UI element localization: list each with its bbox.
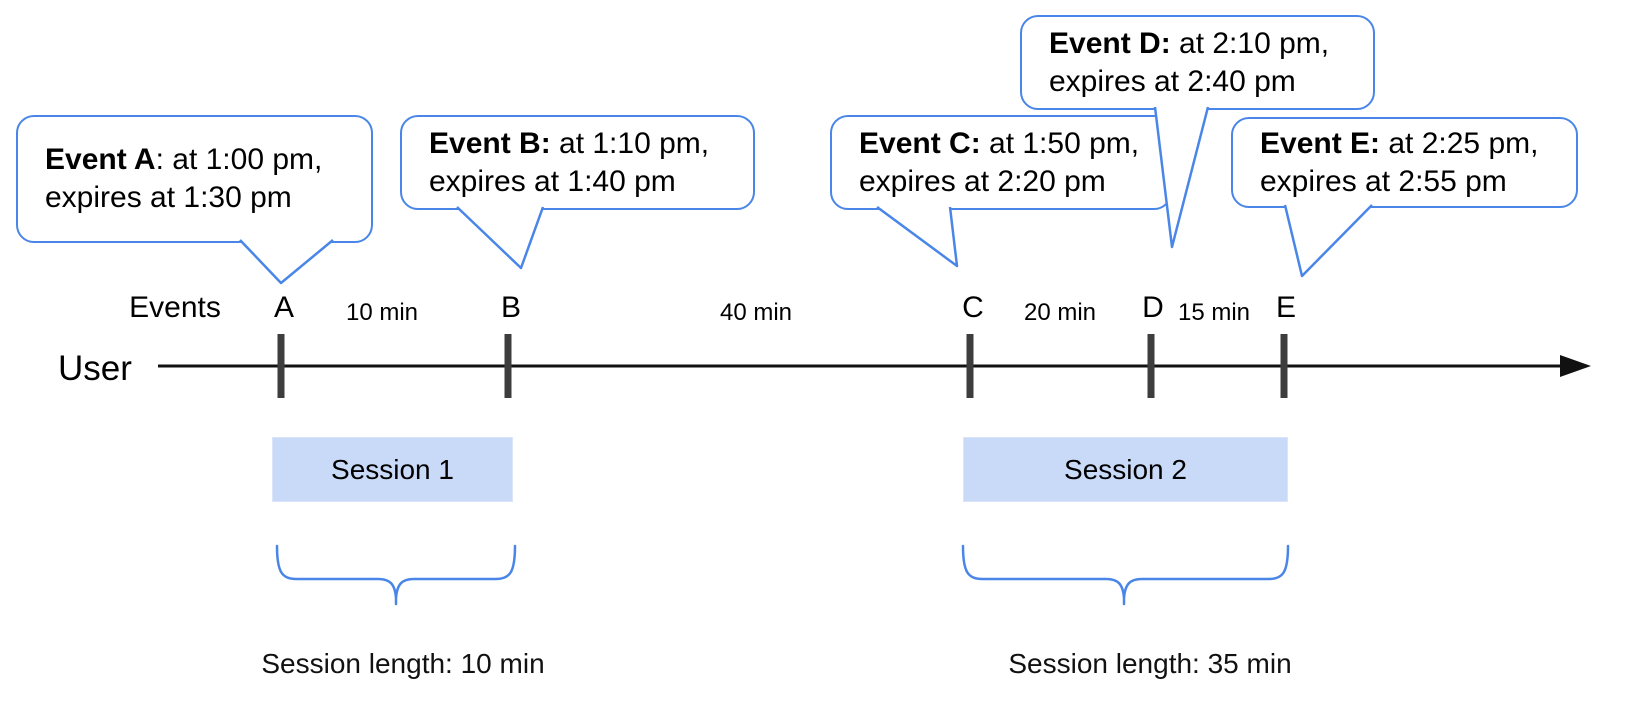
event-name: Event A — [45, 143, 156, 176]
callout-line-1: Event B: at 1:10 pm, — [429, 125, 753, 163]
session-1-box: Session 1 — [272, 437, 513, 502]
event-name: Event E: — [1260, 126, 1381, 160]
timeline-arrowhead-icon — [1560, 355, 1591, 377]
callout-event-d: Event D: at 2:10 pm, expires at 2:40 pm — [1020, 15, 1375, 110]
event-time: at 2:25 pm, — [1380, 126, 1539, 160]
callout-line-1: Event D: at 2:10 pm, — [1049, 25, 1373, 63]
callout-event-e: Event E: at 2:25 pm, expires at 2:55 pm — [1231, 117, 1578, 208]
callout-line-1: Event C: at 1:50 pm, — [859, 125, 1170, 163]
event-mark-e: E — [1275, 291, 1297, 324]
callout-event-b: Event B: at 1:10 pm, expires at 1:40 pm — [400, 115, 755, 210]
callout-line-2: expires at 2:40 pm — [1049, 64, 1296, 98]
event-mark-a: A — [273, 291, 295, 324]
event-name: Event D: — [1049, 26, 1171, 60]
callout-tail-b — [456, 206, 545, 270]
callout-tail-d — [1153, 106, 1210, 249]
callout-line-2: expires at 1:30 pm — [45, 181, 292, 214]
interval-label-cd: 20 min — [1023, 299, 1097, 326]
event-time: : at 1:00 pm, — [155, 143, 323, 176]
event-mark-d: D — [1142, 291, 1164, 324]
session-1-label: Session 1 — [331, 453, 454, 485]
callout-line-1: Event A: at 1:00 pm, — [45, 141, 371, 179]
session-1-brace — [275, 544, 517, 606]
event-time: at 2:10 pm, — [1170, 26, 1330, 60]
events-label: Events — [129, 291, 221, 324]
user-label: User — [58, 349, 132, 388]
callout-line-2: expires at 2:55 pm — [1260, 164, 1507, 198]
event-mark-c: C — [962, 291, 984, 324]
callout-line-2: expires at 1:40 pm — [429, 164, 676, 198]
session-2-label: Session 2 — [1064, 453, 1187, 485]
callout-line-1: Event E: at 2:25 pm, — [1260, 125, 1576, 163]
interval-label-de: 15 min — [1177, 299, 1251, 326]
interval-label-bc: 40 min — [719, 299, 793, 326]
interval-label-ab: 10 min — [345, 299, 419, 326]
callout-tail-c — [876, 206, 959, 268]
session-1-length-label: Session length: 10 min — [261, 648, 545, 679]
session-2-box: Session 2 — [963, 437, 1288, 502]
callout-event-c: Event C: at 1:50 pm, expires at 2:20 pm — [830, 115, 1172, 210]
event-time: at 1:10 pm, — [550, 126, 710, 160]
callout-line-2: expires at 2:20 pm — [859, 164, 1106, 198]
callout-tail-a — [239, 239, 334, 285]
event-name: Event C: — [859, 126, 981, 160]
callout-event-a: Event A: at 1:00 pm, expires at 1:30 pm — [16, 115, 373, 243]
event-time: at 1:50 pm, — [980, 126, 1140, 160]
event-name: Event B: — [429, 126, 551, 160]
callout-tail-e — [1283, 204, 1373, 278]
session-2-length-label: Session length: 35 min — [1008, 648, 1292, 679]
session-2-brace — [961, 544, 1290, 606]
event-mark-b: B — [500, 291, 522, 324]
